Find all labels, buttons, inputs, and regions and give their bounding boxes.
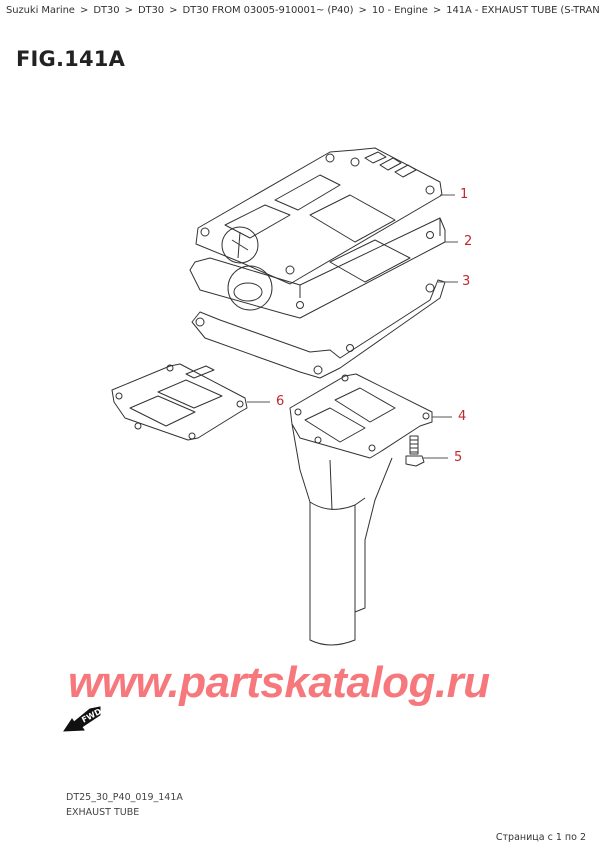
breadcrumb-separator: > [169,5,178,16]
plate-drawing[interactable] [189,217,446,319]
callout-1[interactable]: 1 [460,187,469,202]
callout-4[interactable]: 4 [458,409,467,424]
breadcrumb-item-brand[interactable]: Suzuki Marine [6,5,75,16]
breadcrumb-item-current: 141A - EXHAUST TUBE (S-TRANSOM) [446,5,600,16]
breadcrumb-item-submodel[interactable]: DT30 [137,5,165,16]
callout-6[interactable]: 6 [276,394,285,409]
breadcrumb-separator: > [79,5,89,16]
breadcrumb-item-group[interactable]: 10 - Engine [371,5,428,16]
exhaust-tube-drawing[interactable] [289,373,433,646]
gasket-lower-drawing[interactable] [191,279,446,379]
bolt-drawing[interactable] [405,435,425,467]
figure-title: FIG.141A [16,47,126,71]
breadcrumb-item-serial[interactable]: DT30 FROM 03005-910001~ (P40) [182,5,354,16]
breadcrumb-separator: > [358,5,367,16]
breadcrumb-item-model[interactable]: DT30 [93,5,120,16]
gasket-upper-drawing[interactable] [195,147,443,285]
breadcrumb-separator: > [124,5,133,16]
fwd-arrow-icon: FWD [63,706,102,732]
callout-2[interactable]: 2 [464,234,473,249]
watermark: www.partskatalog.ru [68,658,490,707]
callout-5[interactable]: 5 [454,450,463,465]
gasket-exhaust-tube-drawing[interactable] [111,363,248,441]
breadcrumb-separator: > [432,5,442,16]
leader-lines [247,194,458,459]
figure-code: DT25_30_P40_019_141A [66,792,183,803]
page-indicator: Страница с 1 по 2 [495,832,586,843]
breadcrumb: Suzuki Marine > DT30 > DT30 > DT30 FROM … [6,5,600,16]
figure-caption: EXHAUST TUBE [66,807,140,818]
callout-3[interactable]: 3 [462,274,471,289]
